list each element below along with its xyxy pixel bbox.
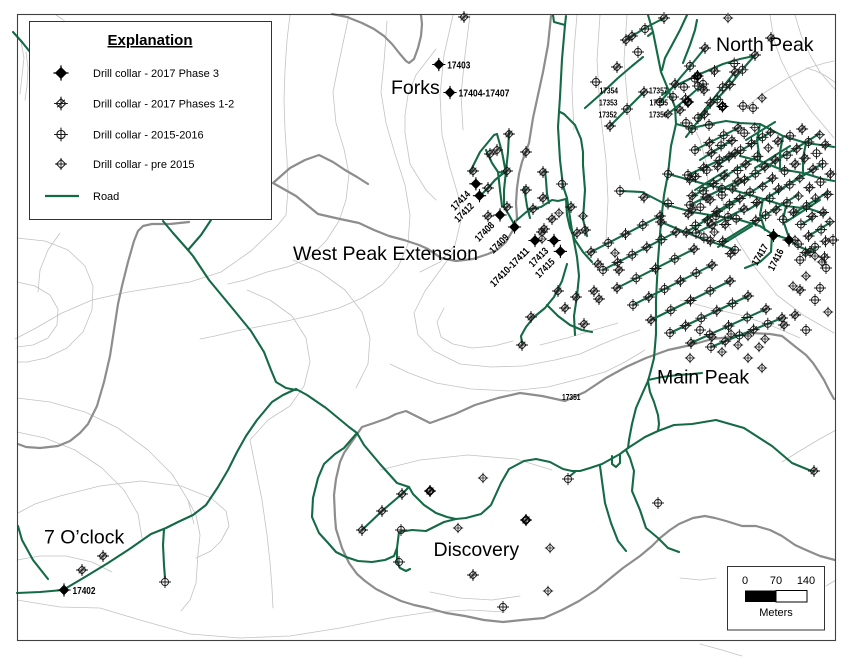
svg-text:Forks: Forks bbox=[391, 77, 440, 99]
svg-text:Main Peak: Main Peak bbox=[657, 367, 749, 389]
svg-text:Discovery: Discovery bbox=[434, 539, 520, 561]
svg-text:17351: 17351 bbox=[562, 393, 581, 402]
svg-text:17355: 17355 bbox=[650, 99, 669, 108]
svg-text:17354: 17354 bbox=[600, 87, 619, 96]
svg-text:17403: 17403 bbox=[447, 60, 470, 71]
svg-text:Drill collar - 2017 Phase 3: Drill collar - 2017 Phase 3 bbox=[93, 68, 219, 80]
svg-text:7 O’clock: 7 O’clock bbox=[44, 527, 124, 549]
svg-text:Explanation: Explanation bbox=[107, 32, 192, 49]
svg-text:0: 0 bbox=[742, 575, 748, 587]
svg-text:17356: 17356 bbox=[649, 111, 668, 120]
svg-text:Meters: Meters bbox=[759, 607, 793, 619]
svg-text:Drill collar - pre 2015: Drill collar - pre 2015 bbox=[93, 159, 194, 171]
svg-text:Drill collar - 2017 Phases 1-2: Drill collar - 2017 Phases 1-2 bbox=[93, 99, 234, 111]
svg-text:Road: Road bbox=[93, 191, 119, 203]
svg-text:17357: 17357 bbox=[649, 87, 668, 96]
svg-text:West Peak Extension: West Peak Extension bbox=[293, 243, 478, 265]
svg-text:North Peak: North Peak bbox=[716, 34, 814, 56]
svg-text:Drill collar - 2015-2016: Drill collar - 2015-2016 bbox=[93, 130, 204, 142]
svg-text:17402: 17402 bbox=[73, 586, 96, 597]
svg-text:140: 140 bbox=[797, 575, 815, 587]
svg-text:17352: 17352 bbox=[599, 111, 618, 120]
svg-text:17404-17407: 17404-17407 bbox=[459, 88, 510, 99]
svg-text:17353: 17353 bbox=[599, 99, 618, 108]
svg-text:70: 70 bbox=[770, 575, 782, 587]
